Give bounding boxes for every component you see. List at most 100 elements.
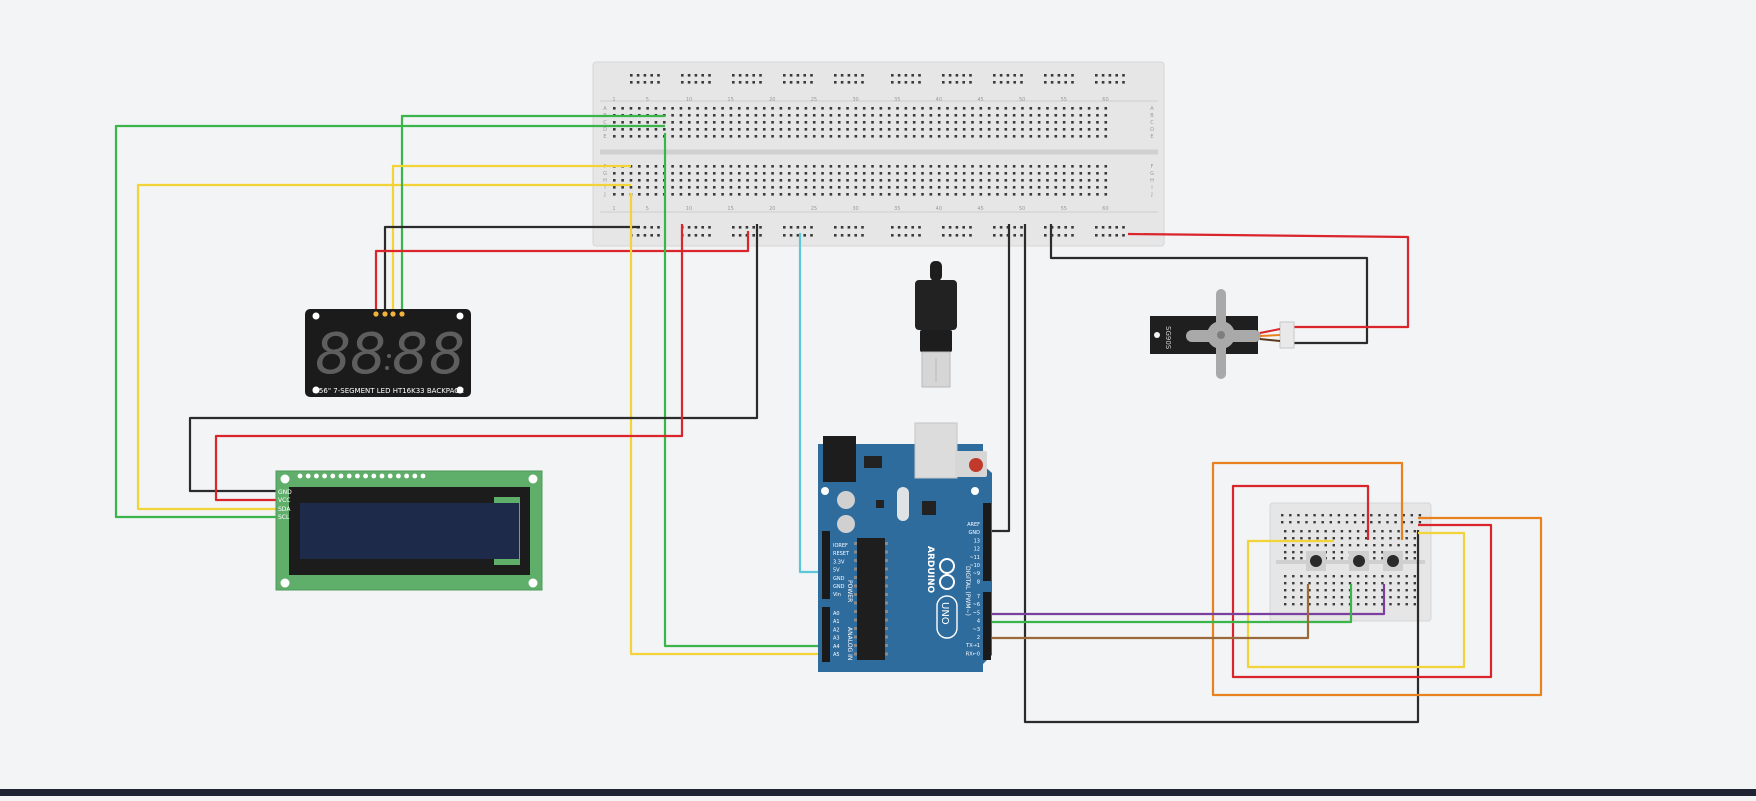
terminal-hole[interactable] <box>654 128 658 131</box>
rail-hole[interactable] <box>1050 226 1054 229</box>
rail-hole[interactable] <box>732 234 735 237</box>
terminal-hole[interactable] <box>854 193 858 196</box>
terminal-hole[interactable] <box>929 121 933 124</box>
rail-hole[interactable] <box>962 81 965 84</box>
rail-hole[interactable] <box>1281 521 1284 524</box>
terminal-hole[interactable] <box>729 121 733 124</box>
rail-hole[interactable] <box>738 234 742 237</box>
rail-hole[interactable] <box>1362 514 1365 517</box>
terminal-hole[interactable] <box>1308 530 1311 533</box>
terminal-hole[interactable] <box>1373 589 1376 592</box>
terminal-hole[interactable] <box>829 114 833 117</box>
terminal-hole[interactable] <box>854 128 858 131</box>
terminal-hole[interactable] <box>1413 603 1416 606</box>
terminal-hole[interactable] <box>1079 179 1083 182</box>
rail-hole[interactable] <box>1006 226 1010 229</box>
terminal-hole[interactable] <box>712 128 716 131</box>
terminal-hole[interactable] <box>804 193 808 196</box>
terminal-hole[interactable] <box>887 193 891 196</box>
terminal-hole[interactable] <box>1029 121 1033 124</box>
terminal-hole[interactable] <box>629 107 633 110</box>
terminal-hole[interactable] <box>846 107 849 110</box>
terminal-hole[interactable] <box>1381 544 1384 547</box>
rail-hole[interactable] <box>687 226 691 229</box>
wires[interactable] <box>114 114 1543 724</box>
terminal-hole[interactable] <box>954 179 958 182</box>
rail-hole[interactable] <box>1321 514 1324 517</box>
rail-hole[interactable] <box>1370 521 1373 524</box>
terminal-hole[interactable] <box>637 165 641 168</box>
wire-brown-d3[interactable] <box>992 584 1310 640</box>
rail-hole[interactable] <box>962 226 965 229</box>
wire-black-lcd-gnd[interactable] <box>188 224 759 493</box>
terminal-hole[interactable] <box>846 121 849 124</box>
terminal-hole[interactable] <box>1324 537 1327 540</box>
terminal-hole[interactable] <box>829 107 833 110</box>
terminal-hole[interactable] <box>804 186 808 189</box>
terminal-hole[interactable] <box>654 107 658 110</box>
terminal-hole[interactable] <box>846 135 849 138</box>
terminal-hole[interactable] <box>1021 179 1024 182</box>
terminal-hole[interactable] <box>679 128 683 131</box>
terminal-hole[interactable] <box>862 165 866 168</box>
terminal-hole[interactable] <box>1316 544 1319 547</box>
terminal-hole[interactable] <box>696 121 699 124</box>
terminal-hole[interactable] <box>1046 128 1049 131</box>
terminal-hole[interactable] <box>1062 165 1066 168</box>
rail-hole[interactable] <box>650 226 653 229</box>
terminal-hole[interactable] <box>796 114 799 117</box>
terminal-hole[interactable] <box>629 172 633 175</box>
terminal-hole[interactable] <box>613 186 616 189</box>
rail-hole[interactable] <box>1329 521 1332 524</box>
terminal-hole[interactable] <box>929 179 933 182</box>
terminal-hole[interactable] <box>646 128 649 131</box>
rail-hole[interactable] <box>955 234 959 237</box>
wire-green-7seg[interactable] <box>400 114 665 312</box>
terminal-hole[interactable] <box>954 165 958 168</box>
terminal-hole[interactable] <box>929 135 933 138</box>
wire-red-loop[interactable] <box>1231 484 1493 679</box>
rail-hole[interactable] <box>847 234 851 237</box>
terminal-hole[interactable] <box>946 121 949 124</box>
terminal-hole[interactable] <box>1397 544 1400 547</box>
rail-hole[interactable] <box>1108 74 1112 77</box>
terminal-hole[interactable] <box>704 128 708 131</box>
terminal-hole[interactable] <box>696 114 699 117</box>
terminal-hole[interactable] <box>962 121 966 124</box>
terminal-hole[interactable] <box>879 165 883 168</box>
terminal-hole[interactable] <box>1079 186 1083 189</box>
rail-hole[interactable] <box>803 234 806 237</box>
wire-red-7seg[interactable] <box>374 231 750 312</box>
terminal-hole[interactable] <box>679 121 683 124</box>
terminal-hole[interactable] <box>1062 114 1066 117</box>
terminal-hole[interactable] <box>1284 596 1287 599</box>
terminal-hole[interactable] <box>987 172 991 175</box>
terminal-hole[interactable] <box>746 121 749 124</box>
terminal-hole[interactable] <box>779 165 783 168</box>
rail-hole[interactable] <box>1353 521 1357 524</box>
terminal-hole[interactable] <box>787 121 791 124</box>
terminal-hole[interactable] <box>979 179 983 182</box>
wire-yellow-loop[interactable] <box>1246 531 1466 669</box>
terminal-hole[interactable] <box>696 179 699 182</box>
terminal-hole[interactable] <box>1316 530 1319 533</box>
terminal-hole[interactable] <box>912 128 916 131</box>
rail-hole[interactable] <box>1345 521 1349 524</box>
terminal-hole[interactable] <box>1356 537 1360 540</box>
terminal-hole[interactable] <box>796 107 799 110</box>
terminal-hole[interactable] <box>954 193 958 196</box>
rail-hole[interactable] <box>803 81 806 84</box>
terminal-hole[interactable] <box>737 107 741 110</box>
terminal-hole[interactable] <box>1300 544 1303 547</box>
terminal-hole[interactable] <box>1373 575 1376 578</box>
terminal-hole[interactable] <box>771 179 774 182</box>
terminal-hole[interactable] <box>696 135 699 138</box>
terminal-hole[interactable] <box>812 193 816 196</box>
terminal-hole[interactable] <box>929 193 933 196</box>
terminal-hole[interactable] <box>1037 172 1041 175</box>
rail-hole[interactable] <box>911 74 914 77</box>
rail-hole[interactable] <box>1044 81 1047 84</box>
terminal-hole[interactable] <box>837 165 841 168</box>
terminal-hole[interactable] <box>937 135 941 138</box>
terminal-hole[interactable] <box>1104 121 1108 124</box>
